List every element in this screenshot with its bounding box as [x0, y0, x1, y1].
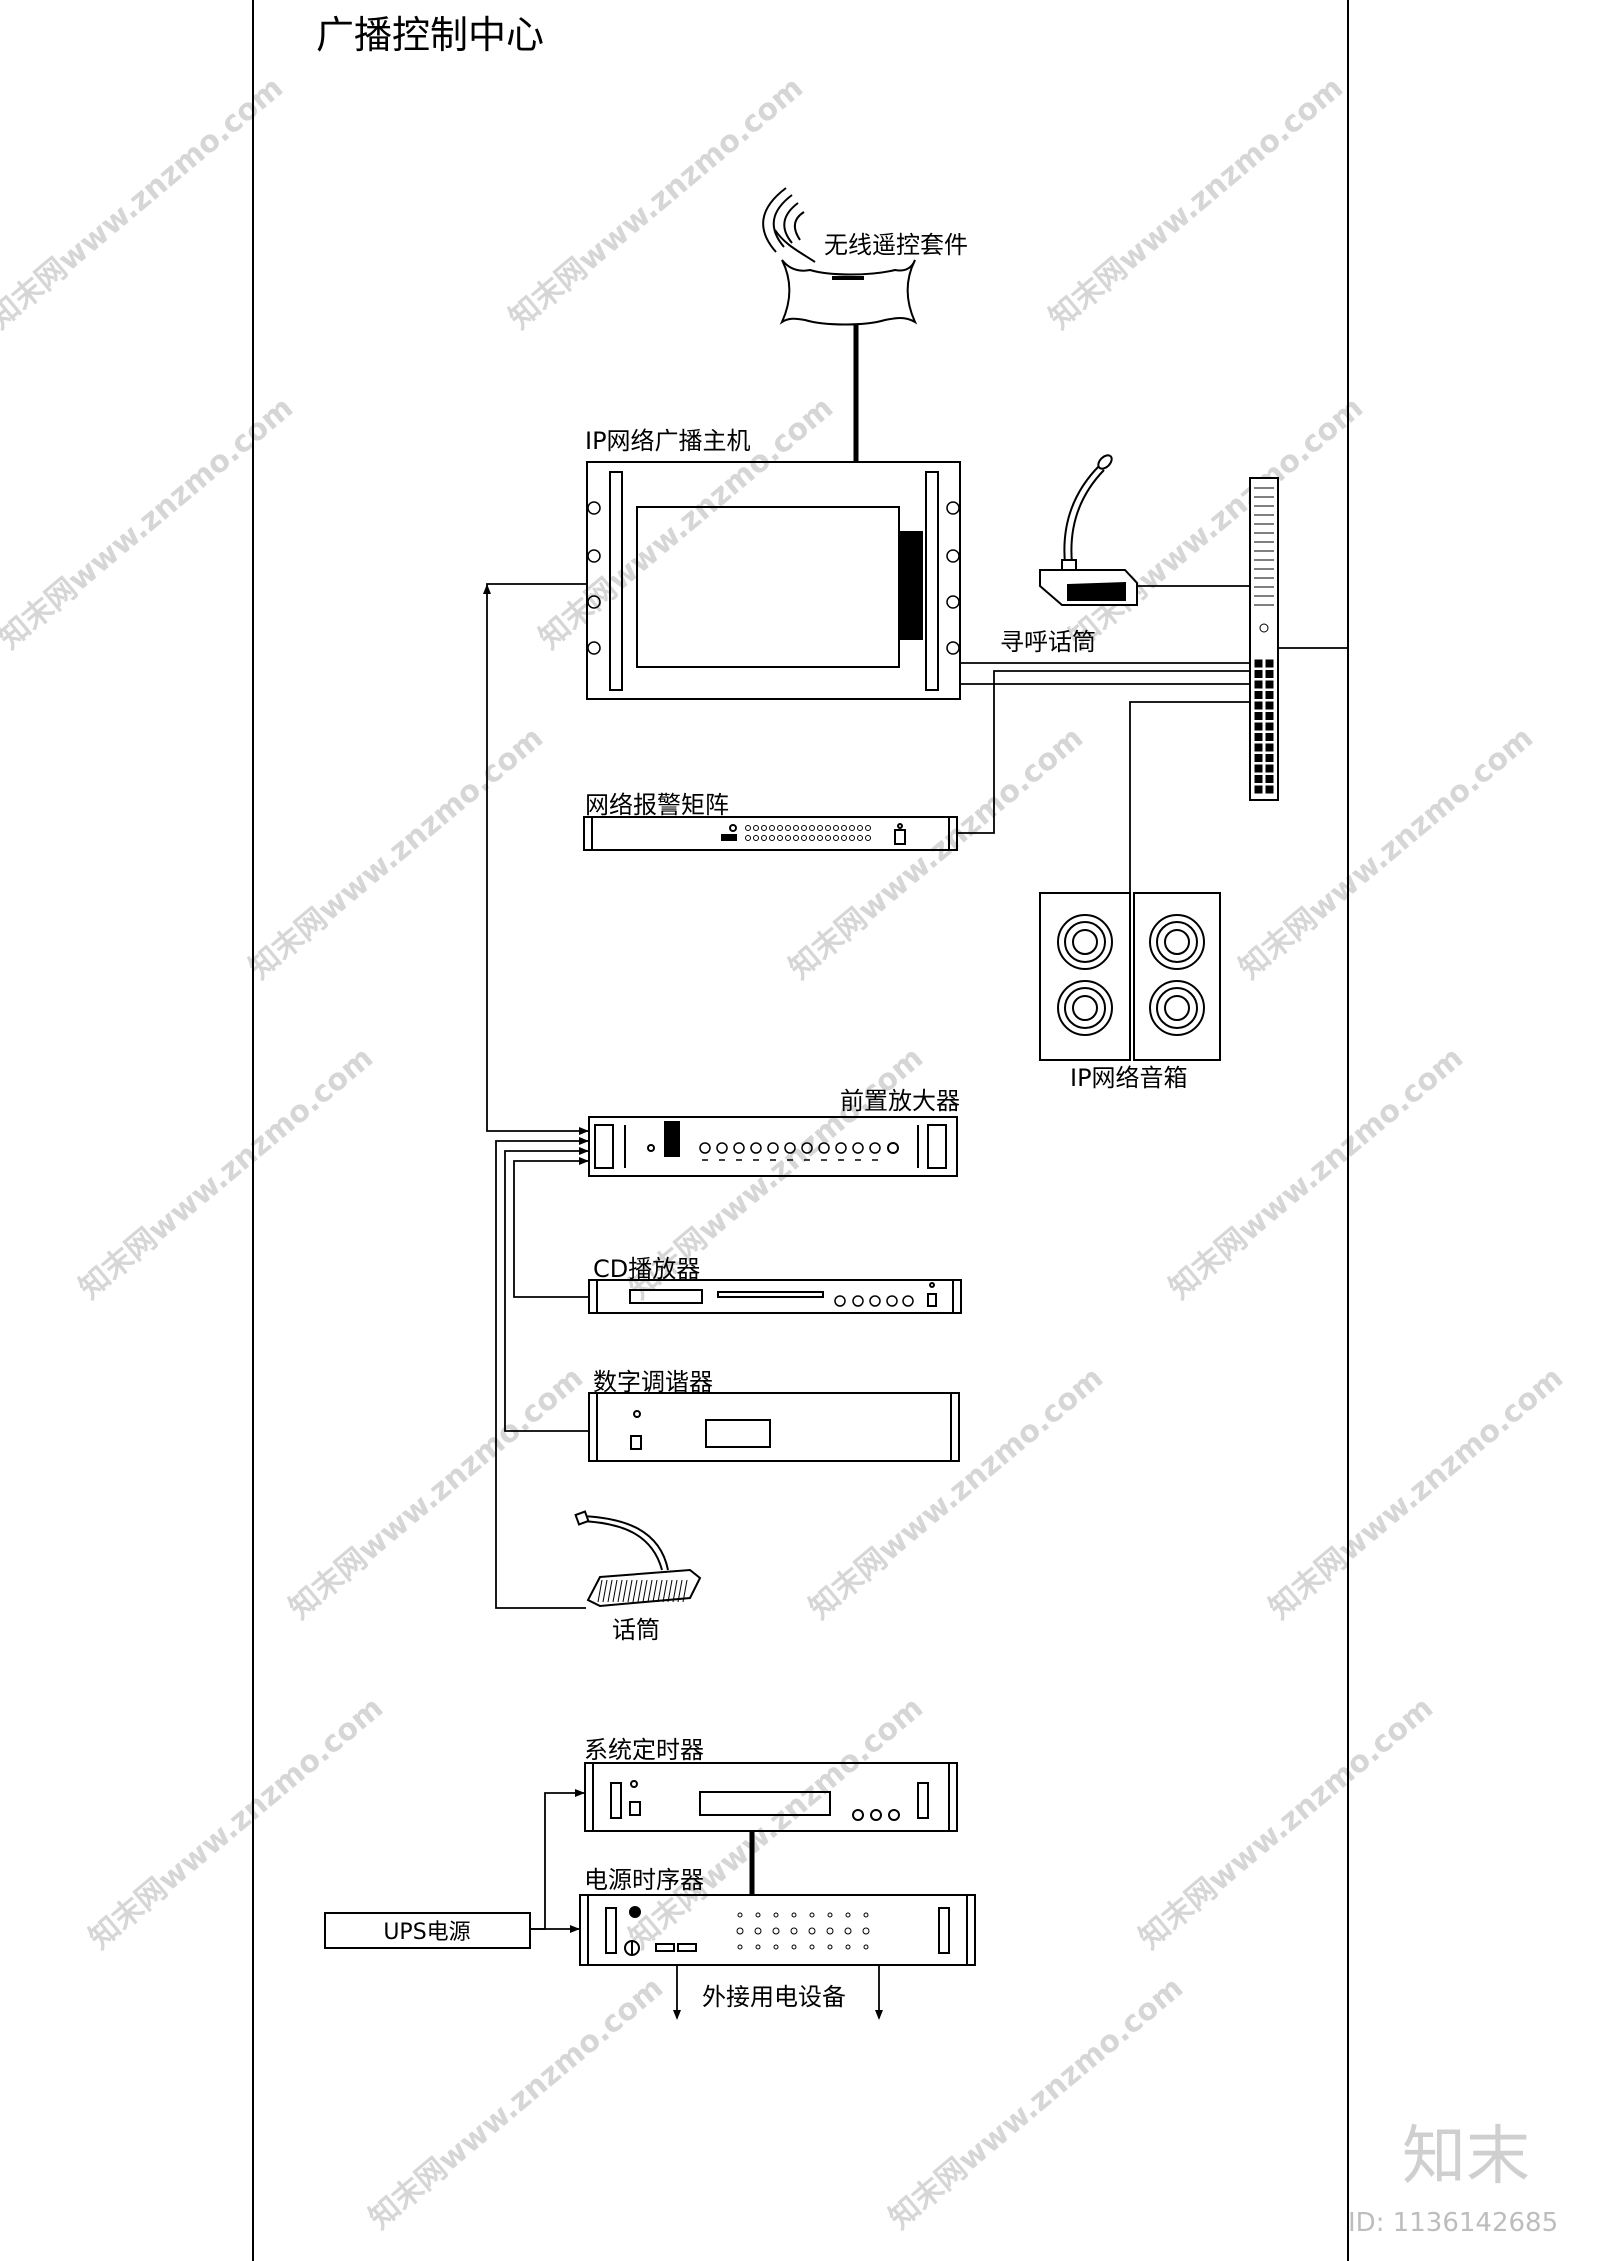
watermark-text: 知末网www.znzmo.com: [783, 720, 1090, 986]
diagram-title: 广播控制中心: [316, 13, 544, 57]
preamp-device: [588, 1116, 958, 1177]
ip-speaker-label: IP网络音箱: [1070, 1064, 1188, 1092]
paging-mic-device: [1039, 454, 1138, 606]
watermark-text: 知末网www.znzmo.com: [283, 1360, 590, 1626]
watermark-logo: 知末: [1402, 2120, 1530, 2194]
wireless-remote-device: [762, 187, 918, 326]
ip-host-device: [586, 461, 961, 700]
watermark-text: 知末网www.znzmo.com: [1133, 1690, 1440, 1956]
watermark-text: 知末网www.znzmo.com: [883, 1970, 1190, 2236]
power-sequencer-label: 电源时序器: [584, 1866, 704, 1894]
watermark-text: 知末网www.znzmo.com: [503, 70, 810, 336]
mic-device: [574, 1510, 702, 1608]
cd-player-label: CD播放器: [593, 1255, 700, 1283]
ups-device: UPS电源: [324, 1912, 531, 1949]
arrow-heads: [483, 584, 883, 2020]
mic-label: 话筒: [612, 1616, 660, 1644]
connection-lines: [486, 583, 1348, 2018]
watermark-text: 知末网www.znzmo.com: [1163, 1040, 1470, 1306]
ip-host-label: IP网络广播主机: [585, 427, 751, 455]
wireless-remote-label: 无线遥控套件: [824, 231, 968, 259]
alarm-matrix-label: 网络报警矩阵: [585, 791, 729, 819]
watermark-text: 知末网www.znzmo.com: [1263, 1360, 1570, 1626]
timer-label: 系统定时器: [584, 1736, 704, 1764]
watermark-text: 知末网www.znzmo.com: [0, 390, 300, 656]
watermark-text: 知末网www.znzmo.com: [243, 720, 550, 986]
ip-speaker-device: [1039, 892, 1221, 1061]
watermark-text: 知末网www.znzmo.com: [73, 1040, 380, 1306]
tuner-label: 数字调谐器: [593, 1368, 713, 1396]
watermark-id: ID: 1136142685: [1348, 2208, 1558, 2238]
watermark-text: 知末网www.znzmo.com: [1043, 70, 1350, 336]
ups-label: UPS电源: [383, 1920, 470, 1945]
preamp-label: 前置放大器: [840, 1087, 960, 1115]
external-equipment-label: 外接用电设备: [702, 1983, 846, 2011]
watermark-text: 知末网www.znzmo.com: [363, 1970, 670, 2236]
watermark-text: 知末网www.znzmo.com: [83, 1690, 390, 1956]
timer-device: [584, 1762, 958, 1832]
watermark-text: 知末网www.znzmo.com: [1063, 390, 1370, 656]
paging-mic-label: 寻呼话筒: [1000, 628, 1096, 656]
power-sequencer-device: [579, 1894, 976, 1966]
network-switch-device: [1249, 477, 1279, 801]
tuner-device: [588, 1392, 960, 1462]
alarm-matrix-device: [583, 816, 958, 851]
watermark-text: 知末网www.znzmo.com: [0, 70, 290, 336]
watermark-text: 知末网www.znzmo.com: [803, 1360, 1110, 1626]
watermark-text: 知末网www.znzmo.com: [623, 1690, 930, 1956]
